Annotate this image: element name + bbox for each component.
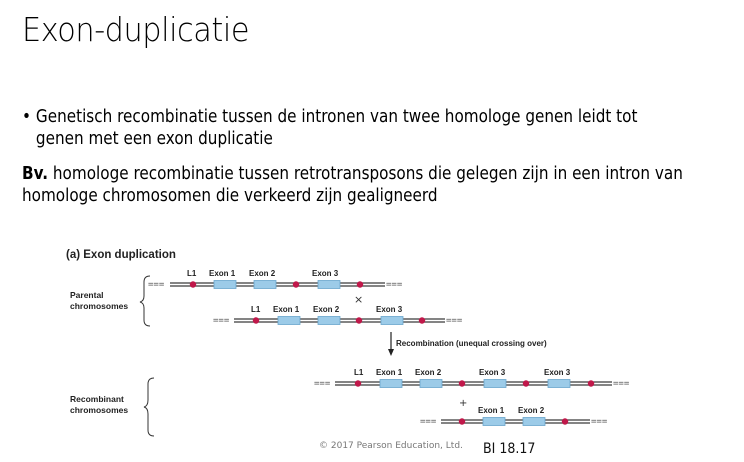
chromosome-parental-2: === === L1 Exon 1 Exon 2 Exon 3	[213, 305, 463, 326]
l1-marker	[561, 418, 569, 425]
dash-left: ===	[314, 379, 331, 389]
bullet-marker: •	[22, 107, 31, 127]
label-exon-2: Exon 2	[313, 305, 340, 314]
bullet-item: • Genetisch recombinatie tussen de intro…	[22, 106, 648, 150]
copyright-text: © 2017 Pearson Education, Ltd.	[319, 441, 463, 451]
recombinant-brace	[143, 377, 155, 437]
label-l1: L1	[187, 269, 197, 278]
example-paragraph: Bv. homologe recombinatie tussen retrotr…	[22, 163, 744, 207]
l1-marker	[355, 317, 363, 324]
slide-title: Exon-duplicatie	[22, 10, 250, 49]
label-exon-1: Exon 1	[273, 305, 300, 314]
label-l1: L1	[354, 368, 364, 377]
label-exon-1: Exon 1	[478, 406, 505, 415]
example-label: Bv.	[22, 164, 49, 184]
label-exon-1: Exon 1	[376, 368, 403, 377]
chromosome-recombinant-1: === === L1 Exon 1 Exon 2 Exon 3 Exon 3	[314, 368, 630, 389]
label-l1: L1	[251, 305, 261, 314]
label-exon-2: Exon 2	[518, 406, 545, 415]
figure-reference: BI 18.17	[483, 441, 536, 457]
cross-symbol: ×	[354, 293, 363, 306]
l1-marker	[587, 380, 595, 387]
group-label-recombinant-2: chromosomes	[70, 405, 128, 415]
l1-marker	[252, 317, 260, 324]
bullet-list: • Genetisch recombinatie tussen de intro…	[22, 106, 648, 150]
dash-left: ===	[213, 316, 230, 326]
dash-left: ===	[148, 280, 165, 290]
group-label-parental-2: chromosomes	[70, 301, 128, 311]
label-exon-3: Exon 3	[479, 368, 506, 377]
chromosome-recombinant-2: === === Exon 1 Exon 2	[420, 406, 608, 427]
l1-marker	[292, 281, 300, 288]
label-exon-2: Exon 2	[415, 368, 442, 377]
chromosome-parental-1: === === L1 Exon 1 Exon 2 Exon 3	[148, 269, 403, 290]
l1-marker	[458, 380, 466, 387]
group-label-parental-1: Parental	[70, 290, 104, 300]
l1-marker	[418, 317, 426, 324]
dash-right: ===	[613, 379, 630, 389]
group-label-recombinant-1: Recombinant	[70, 394, 124, 404]
l1-marker	[522, 380, 530, 387]
dash-right: ===	[446, 316, 463, 326]
dash-right: ===	[386, 280, 403, 290]
l1-marker	[189, 281, 197, 288]
parental-brace	[139, 275, 151, 327]
label-exon-3: Exon 3	[312, 269, 339, 278]
l1-marker	[356, 281, 364, 288]
panel-title: (a) Exon duplication	[66, 249, 176, 261]
l1-marker	[458, 418, 466, 425]
label-exon-2: Exon 2	[249, 269, 276, 278]
bullet-text: Genetisch recombinatie tussen de introne…	[35, 107, 638, 149]
label-exon-3: Exon 3	[376, 305, 403, 314]
example-text: homologe recombinatie tussen retrotransp…	[22, 164, 683, 206]
l1-marker	[354, 380, 362, 387]
arrow-label: Recombination (unequal crossing over)	[396, 339, 547, 348]
plus-symbol: +	[459, 398, 467, 409]
dash-left: ===	[420, 417, 437, 427]
label-exon-3-duplicate: Exon 3	[544, 368, 571, 377]
label-exon-1: Exon 1	[209, 269, 236, 278]
dash-right: ===	[591, 417, 608, 427]
recombination-arrow: Recombination (unequal crossing over)	[388, 332, 547, 356]
